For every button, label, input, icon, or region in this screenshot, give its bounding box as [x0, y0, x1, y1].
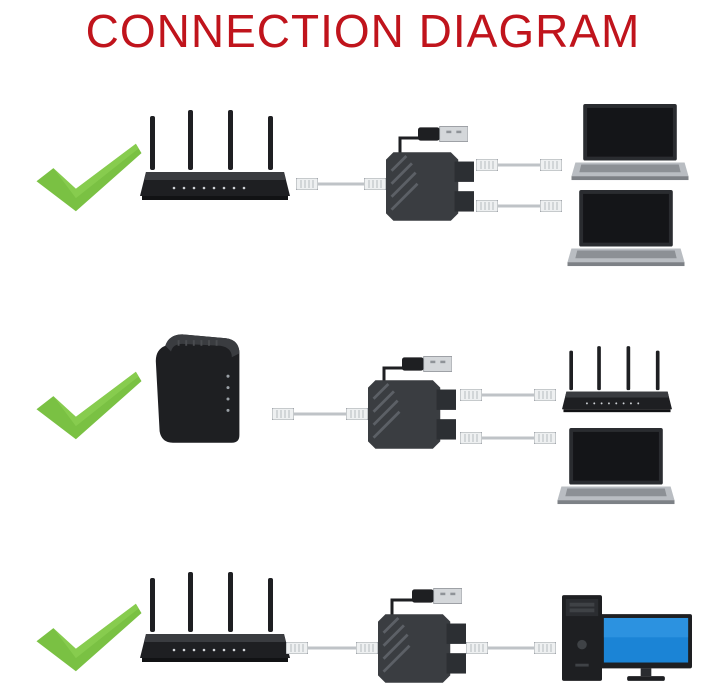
splitter-adapter-icon [386, 152, 474, 222]
laptop-icon [567, 190, 685, 267]
ethernet-cable [296, 178, 386, 190]
splitter-adapter-icon [368, 380, 456, 450]
usb-plug-icon [402, 356, 452, 372]
wifi-router-icon [140, 572, 290, 662]
ethernet-cable [460, 389, 556, 401]
desktop-tower-icon [562, 595, 602, 681]
usb-plug-icon [418, 126, 468, 142]
check-mark-icon [36, 603, 142, 672]
check-mark-icon [36, 371, 142, 440]
wifi-router-icon [140, 110, 290, 200]
ethernet-cable [272, 408, 368, 420]
laptop-icon [557, 428, 675, 505]
ethernet-cable [466, 642, 556, 654]
laptop-icon [571, 104, 689, 181]
ethernet-cable [460, 432, 556, 444]
modem-icon [154, 333, 241, 444]
ethernet-cable [476, 159, 562, 171]
row-3 [36, 572, 692, 684]
usb-plug-icon [412, 588, 462, 604]
splitter-adapter-icon [378, 614, 466, 684]
check-mark-icon [36, 143, 142, 212]
ethernet-cable [476, 200, 562, 212]
row-2 [36, 333, 675, 505]
wifi-router-icon [562, 346, 672, 413]
diagram-title: CONNECTION DIAGRAM [85, 5, 641, 57]
monitor-icon [600, 614, 692, 681]
ethernet-cable [286, 642, 378, 654]
row-1 [36, 104, 689, 267]
